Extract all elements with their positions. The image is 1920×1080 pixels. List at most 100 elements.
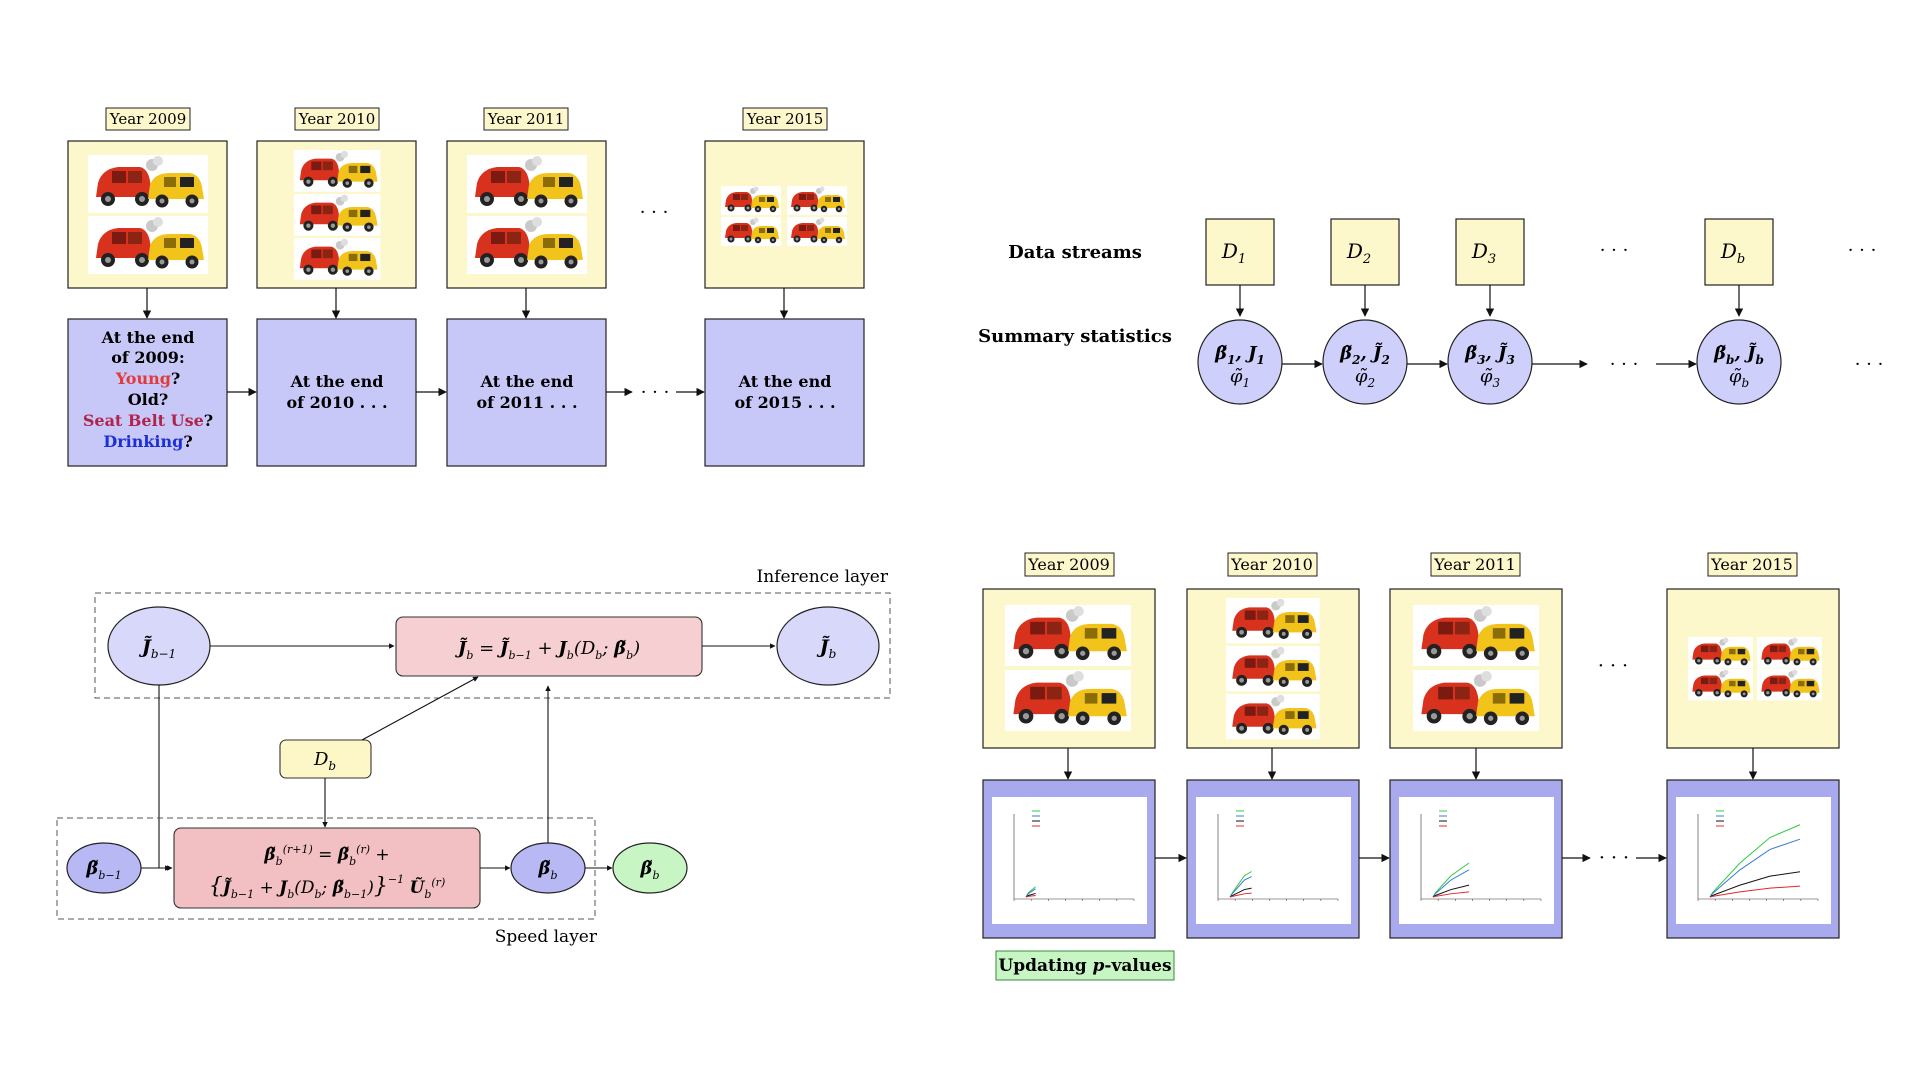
panel-b-dots-2: · · ·	[1848, 240, 1877, 261]
panel-b-dots-4: · · ·	[1855, 354, 1884, 375]
summary-2010-line2: of 2010 . . .	[286, 393, 387, 412]
plot-series-line	[1229, 892, 1252, 898]
beta-prev-ellipse: β̃b−1	[66, 842, 142, 894]
d-year-2015-text: Year 2015	[1710, 555, 1793, 574]
summary-2010-line1: At the end	[290, 372, 384, 391]
year-label-2015-text: Year 2015	[746, 110, 824, 128]
svg-text:β̃b, J̃b: β̃b, J̃b	[1713, 342, 1764, 367]
data-stream-box-b: Db	[1704, 218, 1774, 286]
drinking-factor: Drinking	[103, 432, 183, 451]
plot-series-line	[1709, 885, 1801, 898]
d-year-label-2011: Year 2011	[1430, 552, 1521, 577]
summary-box-2009: At the end of 2009: Young? Old? Seat Bel…	[67, 318, 228, 467]
photo-box-2011	[446, 140, 607, 289]
plot-series-line	[1709, 838, 1801, 898]
year-label-2010: Year 2010	[294, 107, 380, 131]
panel-b-dots-1: · · ·	[1600, 240, 1629, 261]
svg-text:β̃3, J̃3: β̃3, J̃3	[1464, 342, 1515, 367]
j-prev-ellipse: J̃b−1	[107, 606, 211, 686]
j-new-ellipse: J̃b	[776, 606, 880, 686]
svg-text:{J̃b−1 + Jb(Db; β̃b−1)}−1 Ũb(r: {J̃b−1 + Jb(Db; β̃b−1)}−1 Ũb(r)	[209, 873, 445, 901]
speed-layer-label: Speed layer	[495, 927, 598, 947]
beta-b-ellipse: β̃b	[510, 842, 586, 894]
pvalue-plot-2011	[1420, 810, 1542, 901]
summary-circle-2: β̃2, J̃2 φ̃2	[1322, 319, 1408, 405]
young-factor: Young	[115, 369, 171, 388]
panel-d-pvalue-updates: Year 2009 Year 2010 Year 2011 Year 2015	[982, 552, 1840, 981]
d-plot-box-2009	[982, 779, 1156, 939]
summary-circle-3: β̃3, J̃3 φ̃3	[1447, 319, 1533, 405]
plot-series-line	[1432, 869, 1470, 898]
summary-2015-line1: At the end	[738, 372, 832, 391]
plot-series-line	[1229, 876, 1252, 898]
panel-b-dots-3: · · ·	[1610, 354, 1639, 375]
panel-b-data-streams: Data streams Summary statistics D1 D2 D3…	[978, 218, 1884, 405]
year-label-2010-text: Year 2010	[298, 110, 376, 128]
data-streams-label: Data streams	[1008, 242, 1142, 263]
plot-series-line	[1709, 871, 1801, 898]
plot-series-line	[1025, 888, 1036, 898]
panel-a-dots-bottom: · · ·	[641, 382, 670, 403]
updating-pvalues-label: Updating p-values	[995, 950, 1175, 981]
j-update-formula-box: J̃b = J̃b−1 + Jb(Db; β̃b)	[395, 616, 703, 677]
svg-text:Young?: Young?	[115, 369, 181, 388]
plot-series-line	[1025, 894, 1036, 898]
d-photo-box-2011	[1389, 588, 1563, 749]
d-year-2009-text: Year 2009	[1027, 555, 1110, 574]
summary-box-2010: At the end of 2010 . . .	[256, 318, 417, 467]
year-label-2015: Year 2015	[742, 107, 828, 131]
photo-box-2009	[67, 140, 228, 289]
summary-2015-line2: of 2015 . . .	[734, 393, 835, 412]
summary-box-2011: At the end of 2011 . . .	[446, 318, 607, 467]
summary-2009-line1: At the end	[101, 328, 195, 347]
panel-d-dots-bottom: · · ·	[1599, 847, 1629, 869]
d-plot-box-2011	[1389, 779, 1563, 939]
summary-2011-line1: At the end	[480, 372, 574, 391]
summary-circle-1: β̃1, J1 φ̃1	[1197, 319, 1283, 405]
old-factor: Old?	[128, 390, 169, 409]
pvalue-plot-2010	[1217, 810, 1339, 901]
inference-layer-label: Inference layer	[756, 567, 888, 587]
summary-circle-b: β̃b, J̃b φ̃b	[1696, 319, 1782, 405]
d-photo-box-2010	[1186, 588, 1360, 749]
d-year-label-2009: Year 2009	[1024, 552, 1115, 577]
summary-2009-line2: of 2009:	[111, 348, 185, 367]
panel-c-layers: Inference layer J̃b−1 J̃b = J̃b−1 + Jb(D…	[56, 567, 891, 947]
svg-text:β̃b(r+1) = β̃b(r) +: β̃b(r+1) = β̃b(r) +	[263, 843, 389, 868]
year-label-2011-text: Year 2011	[487, 110, 565, 128]
d-plot-box-2010	[1186, 779, 1360, 939]
svg-text:Seat Belt Use?: Seat Belt Use?	[83, 411, 213, 430]
panel-a-dots-top: · · ·	[640, 202, 669, 223]
plot-series-line	[1432, 891, 1470, 898]
svg-text:J̃b = J̃b−1 + Jb(Db; β̃b): J̃b = J̃b−1 + Jb(Db; β̃b)	[455, 637, 640, 662]
data-stream-box-1: D1	[1205, 218, 1275, 286]
speed-update-formula-box: β̃b(r+1) = β̃b(r) + {J̃b−1 + Jb(Db; β̃b−…	[173, 827, 481, 909]
d-photo-box-2009	[982, 588, 1156, 749]
photo-box-2015	[704, 140, 865, 289]
d-year-2011-text: Year 2011	[1433, 555, 1516, 574]
year-label-2009-text: Year 2009	[109, 110, 187, 128]
beta-final-ellipse: β̃b	[612, 842, 688, 894]
data-b-box: Db	[279, 739, 372, 779]
panel-a-yearly-summaries: Year 2009 Year 2010 Year 2011 Year 2015	[67, 107, 865, 467]
summary-2011-line2: of 2011 . . .	[476, 393, 577, 412]
pvalue-plot-2015	[1697, 810, 1819, 901]
seatbelt-factor: Seat Belt Use	[83, 411, 204, 430]
d-plot-box-2015	[1666, 779, 1840, 939]
svg-text:β̃2, J̃2: β̃2, J̃2	[1339, 342, 1390, 367]
year-label-2011: Year 2011	[483, 107, 569, 131]
pvalue-plot-2009	[1013, 810, 1135, 901]
data-stream-box-2: D2	[1330, 218, 1400, 286]
d-year-label-2010: Year 2010	[1227, 552, 1318, 577]
svg-text:Updating p-values: Updating p-values	[998, 956, 1171, 976]
photo-box-2010	[256, 140, 417, 289]
year-label-2009: Year 2009	[105, 107, 191, 131]
svg-text:Drinking?: Drinking?	[103, 432, 192, 451]
summary-box-2015: At the end of 2015 . . .	[704, 318, 865, 467]
data-stream-box-3: D3	[1455, 218, 1525, 286]
panel-d-dots-top: · · ·	[1598, 655, 1628, 677]
d-year-2010-text: Year 2010	[1230, 555, 1313, 574]
svg-text:β̃1, J1: β̃1, J1	[1214, 343, 1265, 367]
d-photo-box-2015	[1666, 588, 1840, 749]
